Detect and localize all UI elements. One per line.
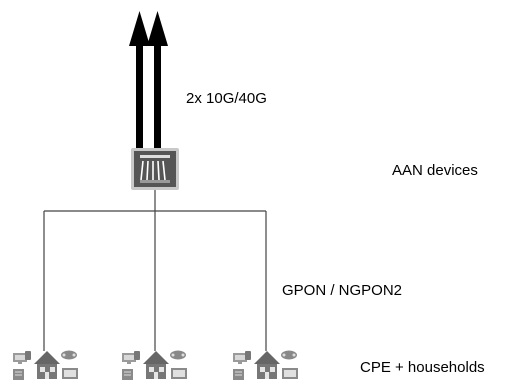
uplink-arrow-left	[129, 11, 150, 150]
uplink-arrows	[129, 11, 168, 150]
uplink-label: 2x 10G/40G	[186, 90, 267, 107]
household-3-icon	[232, 350, 299, 381]
uplink-arrow-right	[147, 11, 168, 150]
household-1-icon	[12, 350, 79, 381]
household-2-icon	[121, 350, 188, 381]
aan-devices-label: AAN devices	[392, 162, 478, 179]
pon-label: GPON / NGPON2	[282, 282, 403, 299]
pon-tree	[43, 190, 267, 351]
cpe-households-label: CPE + households	[360, 359, 485, 376]
aan-device-icon	[131, 148, 179, 190]
